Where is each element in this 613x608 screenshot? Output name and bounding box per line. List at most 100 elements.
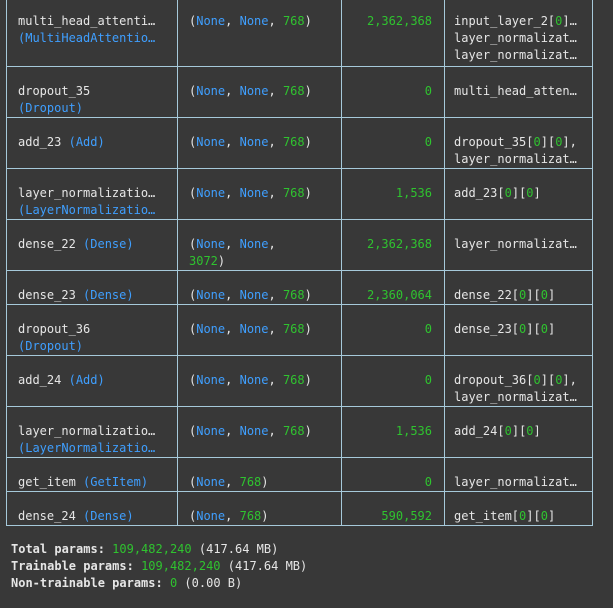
shape-none-token: None bbox=[239, 288, 269, 302]
shape-punct-token: ) bbox=[304, 373, 312, 387]
conn-bracket: ] bbox=[540, 373, 548, 387]
connected-to-item: input_layer_2[0]… bbox=[454, 13, 592, 30]
connected-to-item: add_23[0][0] bbox=[454, 185, 592, 202]
layer-row: dense_23 (Dense)(None, None, 768)2,360,0… bbox=[6, 270, 593, 305]
conn-text: layer_normalizat… bbox=[454, 390, 577, 404]
connected-to-cell: layer_normalizat… bbox=[444, 219, 593, 271]
connected-to-item: dropout_35[0][0], bbox=[454, 134, 592, 151]
param-count-cell: 1,536 bbox=[341, 168, 445, 220]
shape-none-token: None bbox=[196, 135, 226, 149]
output-shape-continued: 3072) bbox=[189, 253, 341, 270]
output-shape-cell: (None, None, 768) bbox=[177, 406, 342, 458]
shape-none-token: None bbox=[239, 322, 269, 336]
param-count: 1,536 bbox=[395, 424, 432, 438]
conn-index: 0 bbox=[519, 322, 527, 336]
param-count: 0 bbox=[424, 322, 432, 336]
layer-cell: dense_24 (Dense) bbox=[6, 491, 178, 526]
shape-punct-token: , bbox=[225, 135, 240, 149]
non-trainable-params-value: 0 bbox=[169, 576, 178, 590]
connected-to-item: dense_23[0][0] bbox=[454, 321, 592, 338]
conn-bracket: [ bbox=[497, 186, 505, 200]
output-shape-cell: (None, None,3072) bbox=[177, 219, 342, 271]
conn-bracket: ] bbox=[533, 186, 541, 200]
layer-name: add_24 bbox=[18, 373, 62, 387]
shape-dim-token: 768 bbox=[282, 14, 305, 28]
output-shape-cell: (None, None, 768) bbox=[177, 168, 342, 220]
shape-punct-token: , bbox=[225, 186, 240, 200]
layer-name: dense_22 bbox=[18, 237, 76, 251]
connected-to-item: layer_normalizat… bbox=[454, 236, 592, 253]
layer-name: dense_24 bbox=[18, 509, 76, 523]
shape-none-token: None bbox=[239, 84, 269, 98]
conn-text: dropout_35 bbox=[454, 135, 527, 149]
conn-text: dense_22 bbox=[454, 288, 512, 302]
layer-type: (Add) bbox=[68, 135, 105, 149]
param-count: 590,592 bbox=[381, 509, 432, 523]
shape-punct-token: ) bbox=[304, 186, 312, 200]
layer-type: (GetItem) bbox=[83, 475, 149, 489]
layer-name: layer_normalizatio… bbox=[18, 424, 156, 438]
shape-punct-token: ( bbox=[189, 84, 197, 98]
connected-to-item: layer_normalizat… bbox=[454, 151, 592, 168]
conn-bracket: ] bbox=[562, 373, 570, 387]
layer-row: layer_normalizatio…(LayerNormalizatio…(N… bbox=[6, 168, 593, 220]
non-trainable-params-line: Non-trainable params: 0 (0.00 B) bbox=[11, 575, 307, 592]
connected-to-item: layer_normalizat… bbox=[454, 30, 592, 47]
conn-bracket: [ bbox=[533, 322, 541, 336]
conn-bracket: ] bbox=[533, 424, 541, 438]
output-shape: (None, None, 768) bbox=[189, 134, 341, 151]
trainable-params-line: Trainable params: 109,482,240 (417.64 MB… bbox=[11, 558, 307, 575]
shape-punct-token: ) bbox=[304, 135, 312, 149]
shape-dim-token: 768 bbox=[282, 288, 305, 302]
connected-to-cell: dropout_35[0][0],layer_normalizat… bbox=[444, 117, 593, 169]
total-params-label: Total params: bbox=[11, 542, 105, 556]
conn-text: dropout_36 bbox=[454, 373, 527, 387]
shape-none-token: None bbox=[196, 288, 226, 302]
conn-bracket: ] bbox=[547, 288, 556, 302]
output-shape: (None, 768) bbox=[189, 508, 341, 525]
shape-none-token: None bbox=[196, 84, 226, 98]
output-shape: (None, None, 768) bbox=[189, 287, 341, 304]
shape-none-token: None bbox=[196, 186, 226, 200]
conn-bracket: [ bbox=[511, 288, 520, 302]
conn-bracket: [ bbox=[519, 186, 527, 200]
shape-dim-token: 768 bbox=[282, 186, 305, 200]
conn-index: 0 bbox=[540, 322, 548, 336]
conn-index: 0 bbox=[504, 424, 512, 438]
connected-to-cell: dropout_36[0][0],layer_normalizat… bbox=[444, 355, 593, 407]
connected-to-item: dense_22[0][0] bbox=[454, 287, 592, 304]
conn-bracket: ] bbox=[526, 322, 534, 336]
conn-text: dense_23 bbox=[454, 322, 512, 336]
param-count-cell: 0 bbox=[341, 304, 445, 356]
output-shape: (None, None, 768) bbox=[189, 13, 341, 30]
conn-bracket: ] bbox=[526, 288, 534, 302]
conn-bracket: [ bbox=[497, 424, 505, 438]
conn-bracket: ] bbox=[562, 135, 570, 149]
conn-bracket: ] bbox=[511, 186, 520, 200]
connected-to-cell: multi_head_atten… bbox=[444, 66, 593, 118]
conn-text: … bbox=[569, 14, 577, 28]
conn-bracket: [ bbox=[547, 373, 556, 387]
conn-text: layer_normalizat… bbox=[454, 475, 577, 489]
layer-row: multi_head_attenti…(MultiHeadAttentio…(N… bbox=[6, 0, 593, 67]
layer-type: (Dropout) bbox=[18, 101, 84, 115]
output-shape-cell: (None, None, 768) bbox=[177, 117, 342, 169]
param-count-cell: 0 bbox=[341, 66, 445, 118]
layer-type: (Add) bbox=[68, 373, 105, 387]
output-shape: (None, None, 768) bbox=[189, 372, 341, 389]
output-shape: (None, None, 768) bbox=[189, 185, 341, 202]
shape-none-token: None bbox=[239, 186, 269, 200]
shape-none-token: None bbox=[239, 237, 269, 251]
conn-text: multi_head_atten… bbox=[454, 84, 577, 98]
layer-type: (MultiHeadAttentio… bbox=[18, 31, 156, 45]
conn-bracket: ] bbox=[511, 424, 520, 438]
connected-to-cell: add_24[0][0] bbox=[444, 406, 593, 458]
output-shape-cell: (None, None, 768) bbox=[177, 355, 342, 407]
conn-bracket: ] bbox=[547, 509, 556, 523]
param-count-cell: 590,592 bbox=[341, 491, 445, 526]
connected-to-item: layer_normalizat… bbox=[454, 389, 592, 406]
shape-punct-token: , bbox=[225, 373, 240, 387]
